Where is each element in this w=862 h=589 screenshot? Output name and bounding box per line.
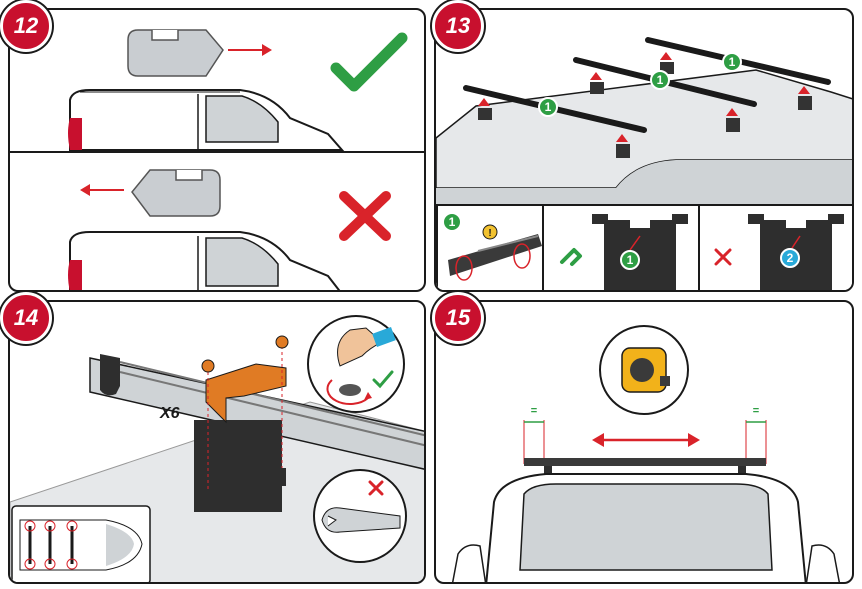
step-15-badge: 15 <box>432 292 484 344</box>
equal-marker-right: = <box>745 405 767 464</box>
marker-1-middle: 1 <box>650 70 670 90</box>
svg-text:1: 1 <box>545 100 552 114</box>
marker-1-correct: 1 <box>620 250 640 270</box>
detail-foot-position: 1 ! <box>436 204 544 290</box>
svg-text:=: = <box>531 405 537 417</box>
svg-text:1: 1 <box>657 73 664 87</box>
roof-bar-rear-view <box>524 458 766 466</box>
van-rear-view <box>451 473 841 582</box>
svg-text:!: ! <box>488 228 491 239</box>
van-top-view-inset <box>11 505 151 582</box>
check-icon <box>330 32 408 92</box>
svg-text:=: = <box>753 405 759 417</box>
marker-1-detail: 1 <box>442 212 462 232</box>
svg-text:1: 1 <box>449 215 456 229</box>
detail-wrong-marker: 2 <box>698 204 852 290</box>
marker-1-front: 1 <box>538 97 558 117</box>
zoom-wrench-forbidden <box>313 469 407 563</box>
tape-measure-icon <box>599 325 689 415</box>
equal-marker-left: = <box>523 405 545 464</box>
rotate-arrow-icon <box>326 379 369 405</box>
foot-profile-correct <box>127 29 224 77</box>
step-13-badge: 13 <box>432 0 484 52</box>
step-15-illustration: = = <box>451 325 841 582</box>
step-12-illustration <box>10 29 424 290</box>
step-14-badge: 14 <box>0 292 52 344</box>
arrow-right-icon <box>228 44 272 56</box>
marker-2-wrong: 2 <box>780 248 800 268</box>
zoom-hand-tighten <box>307 315 405 413</box>
warning-icon: ! <box>482 224 498 240</box>
double-arrow-icon <box>592 433 700 447</box>
step-12-panel <box>8 8 426 292</box>
svg-text:1: 1 <box>729 55 736 69</box>
svg-text:1: 1 <box>627 253 634 267</box>
orange-bracket <box>205 363 287 424</box>
cross-icon <box>339 191 391 241</box>
check-icon <box>560 248 582 266</box>
arrow-left-icon <box>80 184 124 196</box>
van-side-view <box>68 89 345 151</box>
wrench-icon <box>321 507 401 533</box>
step-13-roof-illustration: 1 1 1 <box>436 37 852 206</box>
step-12-badge: 12 <box>0 0 52 52</box>
check-icon <box>372 370 394 389</box>
detail-correct-marker: 1 <box>542 204 700 290</box>
svg-text:X6: X6 <box>159 405 180 422</box>
van-side-view-2 <box>68 231 341 290</box>
step-14-panel: X6 <box>8 300 426 584</box>
step-15-panel: = = <box>434 300 854 584</box>
cross-icon <box>368 480 384 496</box>
step-13-panel: 1 1 1 1 ! 1 2 <box>434 8 854 292</box>
svg-text:2: 2 <box>787 251 794 265</box>
foot-profile-wrong <box>131 169 221 217</box>
marker-1-rear: 1 <box>722 52 742 72</box>
cross-icon <box>714 248 732 266</box>
step-14-illustration: X6 <box>10 315 424 582</box>
